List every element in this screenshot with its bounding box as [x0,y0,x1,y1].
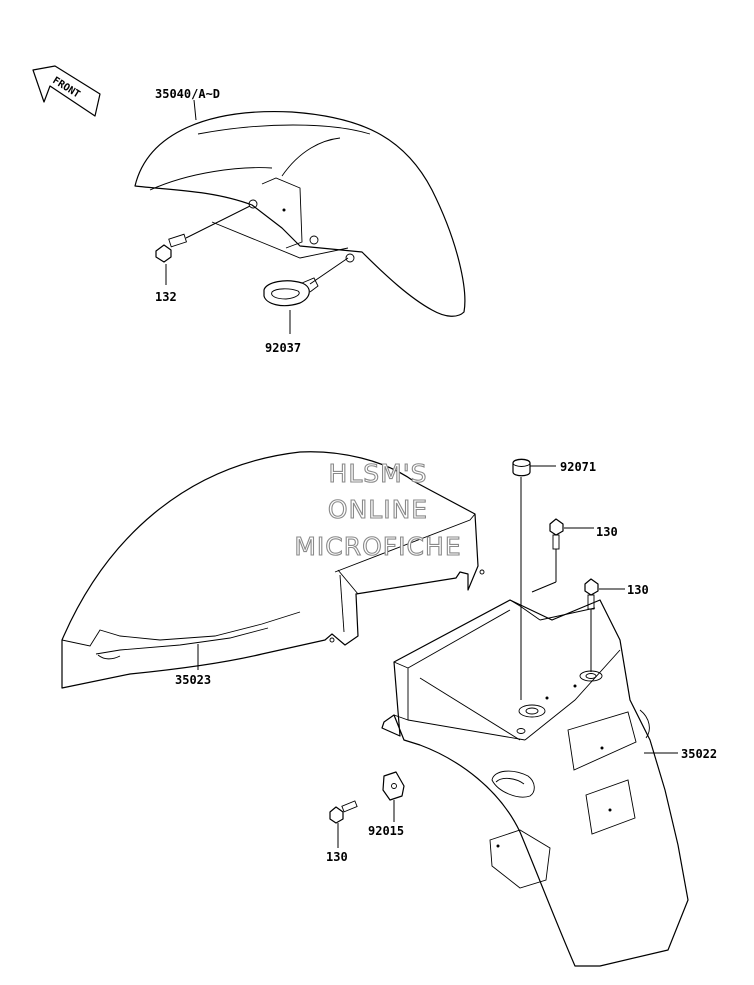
watermark-line-1: HLSM'S [329,459,428,488]
bolt-130-upper [531,518,594,593]
callout-132: 132 [155,290,177,304]
callout-35022: 35022 [681,747,717,761]
rear-inner-fender [61,451,485,689]
callout-92015: 92015 [368,824,404,838]
watermark-line-2: ONLINE [328,495,428,524]
rear-fender [381,599,689,967]
callout-35040: 35040/A~D [155,87,220,101]
front-fender [134,110,466,317]
callout-92071: 92071 [560,460,596,474]
watermark: HLSM'S ONLINE MICROFICHE [294,458,461,561]
callout-92037: 92037 [265,341,301,355]
watermark-line-3: MICROFICHE [294,532,461,561]
bolt-130-mid [584,578,625,672]
callout-130-upper: 130 [596,525,618,539]
callout-130-mid: 130 [627,583,649,597]
callout-130-lower: 130 [326,850,348,864]
callout-35023: 35023 [175,673,211,687]
front-arrow: FRONT [32,65,101,117]
front-bolt-132 [155,205,251,285]
grommet-92071 [512,458,556,700]
front-clamp-92037 [263,257,349,334]
bolt-130-lower [329,800,358,848]
nut-92015 [382,771,405,822]
